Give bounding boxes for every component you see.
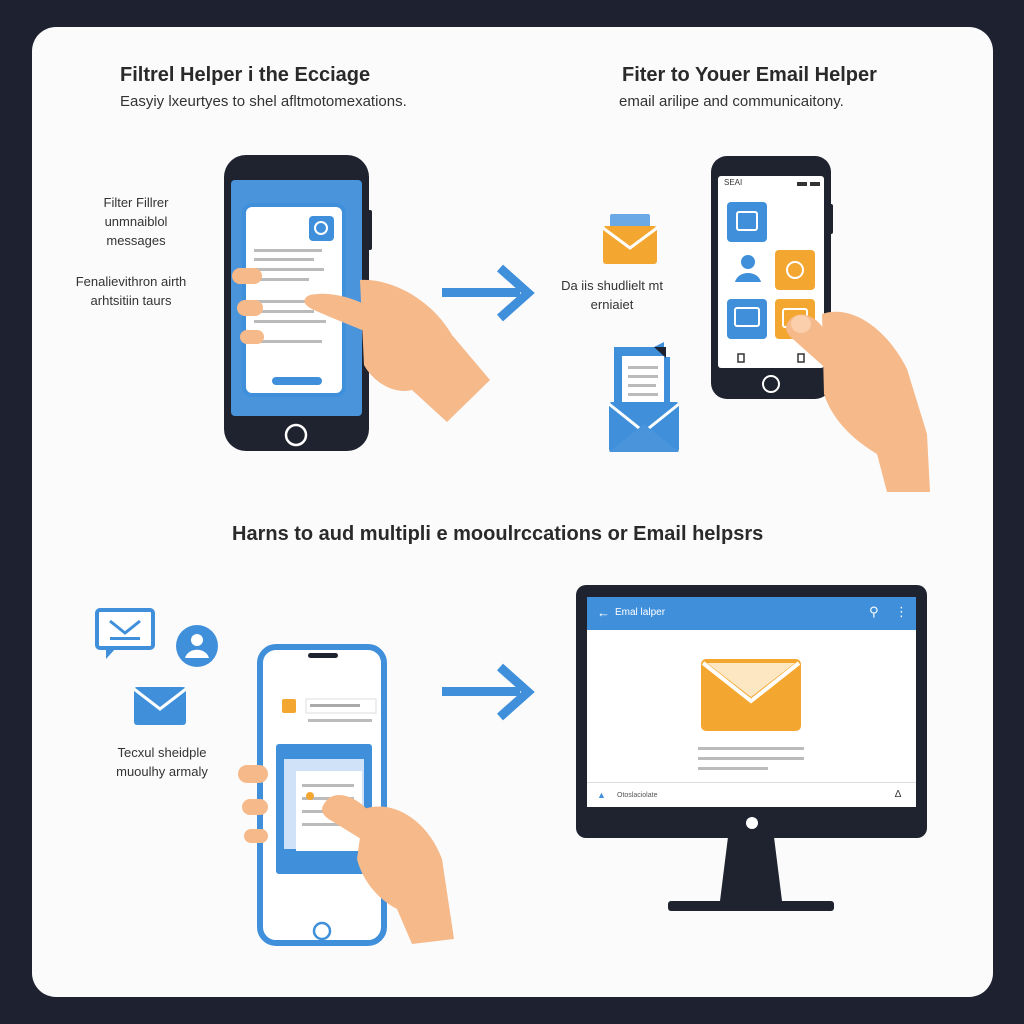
panel-tl-title: Filtrel Helper i the Ecciage [120, 64, 371, 86]
text-line [698, 757, 804, 760]
orange-envelope-icon [602, 214, 658, 264]
monitor-screen: ← Emal lalper ⚲ ⋮ ▲ Otoslaciolate ∆ [587, 597, 916, 807]
app-header-bar: ← Emal lalper ⚲ ⋮ [587, 597, 916, 630]
monitor-stand [668, 837, 834, 911]
search-icon[interactable]: ⚲ [869, 604, 879, 619]
orange-envelope-icon [701, 659, 801, 731]
phone-status-text: SEAI [724, 178, 743, 187]
app-title: Emal lalper [615, 607, 666, 618]
panel-bl-label: Tecxul sheidple muoulhy armaly [116, 745, 208, 779]
panel-tr-label: Da iis shudlielt mt erniaiet [561, 278, 663, 312]
monitor-power-button [746, 817, 758, 829]
blue-envelope-icon [133, 687, 187, 725]
phone-document-illustration [238, 644, 454, 946]
lock-icon: ▲ [597, 790, 606, 800]
footer-divider [587, 782, 916, 783]
panel-tl-label-b: Fenalievithron airth arhtsitiin taurs [75, 274, 187, 308]
chat-mail-icon [95, 608, 155, 659]
arrow-right-icon [442, 663, 535, 721]
monitor-footer-text: Otoslaciolate [617, 792, 658, 799]
panel-tl-subtitle: Easyiy lxeurtyes to shel afltmotomexatio… [120, 93, 407, 110]
panel-tr-subtitle: email arilipe and communicaitony. [619, 93, 844, 110]
more-menu-icon[interactable]: ⋮ [895, 604, 908, 619]
back-arrow-icon[interactable]: ← [597, 605, 610, 620]
middle-title: Harns to aud multipli e mooulrccations o… [232, 523, 764, 545]
infographic-card: Filtrel Helper i the Ecciage Easyiy lxeu… [32, 27, 993, 997]
user-avatar-icon [176, 625, 218, 667]
phone-apps-illustration [711, 156, 930, 492]
panel-tl-label-a: Filter Fillrer unmnaiblol messages [103, 195, 169, 248]
arrow-right-icon [442, 264, 535, 322]
text-line [698, 747, 804, 750]
footer-icon[interactable]: ∆ [895, 789, 902, 800]
text-line [698, 767, 768, 770]
phone-with-hand-illustration [224, 155, 490, 451]
document-envelope-icon [608, 342, 680, 452]
panel-tr-title: Fiter to Youer Email Helper [622, 64, 877, 86]
